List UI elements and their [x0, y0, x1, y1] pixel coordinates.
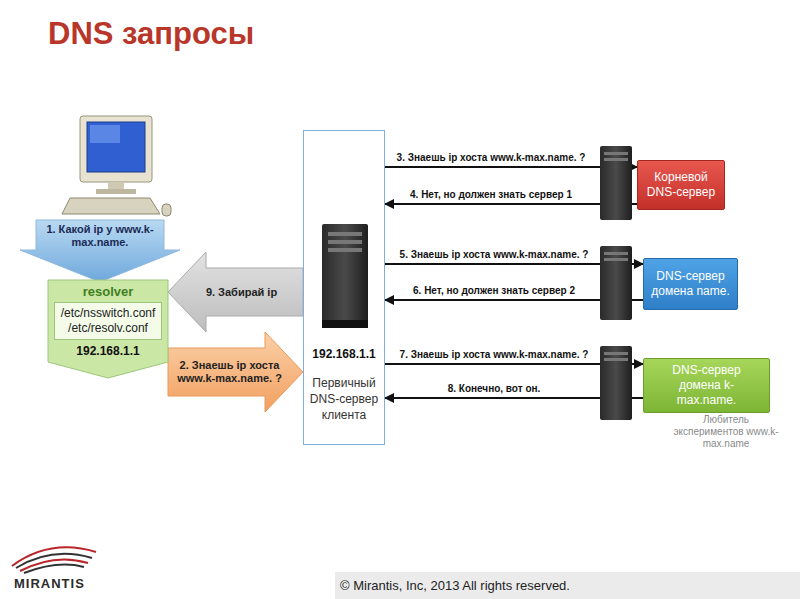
- server-name: DNS-сервер домена name.: [650, 269, 731, 299]
- edge-label: 6. Нет, но должен знать сервер 2: [411, 284, 577, 297]
- message-arrow: [385, 203, 637, 205]
- copyright-text: © Mirantis, Inc, 2013 All rights reserve…: [340, 578, 780, 593]
- resolver-fill: [48, 280, 168, 378]
- server-name-group: Корневой DNS-сервер: [644, 170, 718, 200]
- resolver-box: resolver/etc/nsswitch.conf/etc/resolv.co…: [48, 280, 168, 378]
- domain-server-box: DNS-сервер домена k-max.name.: [643, 358, 770, 413]
- server-icon: [600, 146, 632, 220]
- config-file: /etc/nsswitch.conf: [57, 306, 159, 321]
- server-name-group: DNS-сервер домена k-max.name.: [650, 363, 763, 408]
- ip-address: 192.168.1.1: [54, 344, 162, 358]
- config-file: /etc/resolv.conf: [57, 321, 159, 336]
- edge-label: 8. Конечно, вот он.: [446, 382, 543, 395]
- note-text: Любитель экспериментов www.k-max.name: [668, 414, 784, 450]
- edge-label: 4. Нет, но должен знать сервер 1: [408, 188, 574, 201]
- edge-label: 3. Знаешь ip хоста www.k-max.name. ?: [395, 151, 588, 164]
- domain-server-box: DNS-сервер домена name.: [643, 258, 738, 310]
- server-name: DNS-сервер домена k-max.name.: [650, 363, 763, 408]
- ip-address: 192.168.1.1: [304, 347, 384, 361]
- step-label: 1. Какой ip у www.k-max.name.: [40, 223, 160, 249]
- logo-text: MIRANTIS: [14, 576, 114, 591]
- footer-bar: [335, 572, 800, 599]
- server-icon: [322, 224, 368, 328]
- edge-label: 2. Знаешь ip хоста www.k-max.name. ?: [165, 359, 295, 385]
- edge-label: 5. Знаешь ip хоста www.k-max.name. ?: [398, 248, 591, 261]
- page-title: DNS запросы: [48, 16, 254, 52]
- server-caption: Первичный DNS-сервер клиента: [306, 375, 382, 423]
- primary-server-box: 192.168.1.1Первичный DNS-сервер клиента: [303, 130, 385, 445]
- edge-label: 7. Знаешь ip хоста www.k-max.name. ?: [398, 348, 591, 361]
- resolver-heading: resolver: [54, 284, 162, 299]
- request-arrow: [20, 220, 180, 282]
- message-arrow: [385, 166, 637, 168]
- logo-mark: [12, 547, 96, 573]
- server-name-group: DNS-сервер домена name.: [650, 269, 731, 299]
- edge-label: 9. Забирай ip: [177, 286, 307, 299]
- server-name: Корневой DNS-сервер: [644, 170, 718, 200]
- server-icon: [600, 246, 632, 320]
- server-icon: [600, 346, 632, 420]
- root-server-box: Корневой DNS-сервер: [637, 160, 725, 210]
- computer-icon: [62, 116, 171, 216]
- config-panel: /etc/nsswitch.conf/etc/resolv.conf: [54, 302, 162, 340]
